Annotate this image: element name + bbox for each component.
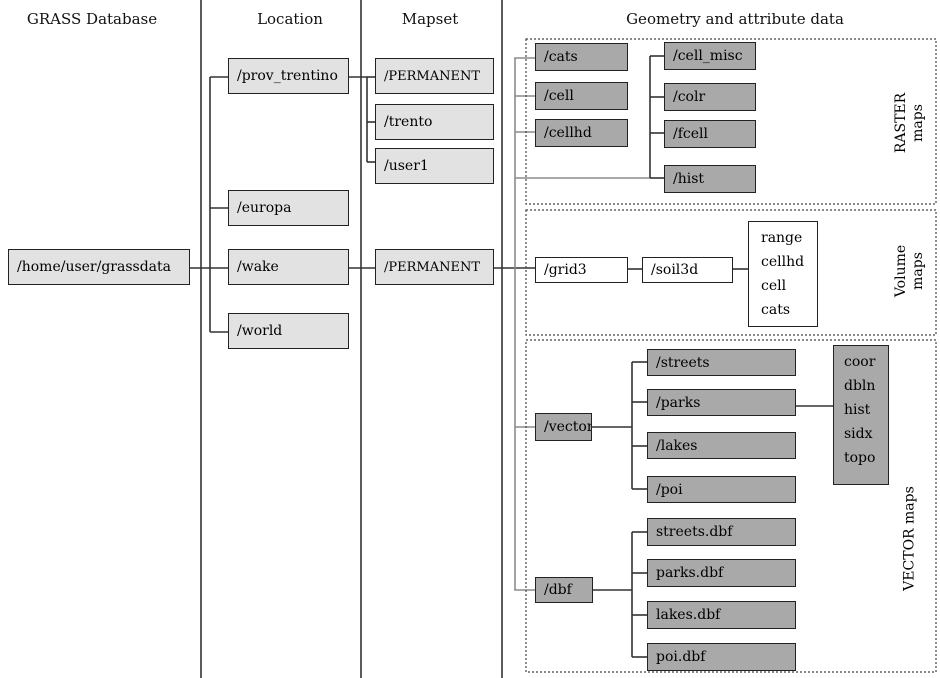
raster-dir-hist: /hist xyxy=(664,165,756,193)
vector-map-parks: /parks xyxy=(647,389,796,416)
raster-dir-cellhd: /cellhd xyxy=(535,119,628,147)
header-mapset: Mapset xyxy=(401,10,459,28)
location-prov-trentino: /prov_trentino xyxy=(228,58,349,94)
vector-file-topo: topo xyxy=(844,450,876,466)
vector-file-dbln: dbln xyxy=(844,378,876,394)
mapset-permanent-wake: /PERMANENT xyxy=(375,249,494,285)
vector-file-coor: coor xyxy=(844,354,876,370)
location-europa: /europa xyxy=(228,190,349,226)
vector-map-lakes: /lakes xyxy=(647,432,796,459)
vector-file-list: coor dbln hist sidx topo xyxy=(833,345,889,485)
vector-map-poi: /poi xyxy=(647,476,796,503)
volume-file-cell: cell xyxy=(761,278,787,294)
vector-file-sidx: sidx xyxy=(844,426,873,442)
dbf-file-lakes: lakes.dbf xyxy=(647,601,796,629)
mapset-permanent-trentino: /PERMANENT xyxy=(375,58,494,94)
header-geometry-attribute-data: Geometry and attribute data xyxy=(626,10,844,28)
volume-file-cats: cats xyxy=(761,302,790,318)
raster-dir-colr: /colr xyxy=(664,83,756,111)
header-location: Location xyxy=(257,10,323,28)
raster-dir-fcell: /fcell xyxy=(664,120,756,148)
volume-dir-grid3: /grid3 xyxy=(535,257,628,283)
mapset-trento: /trento xyxy=(375,104,494,140)
raster-dir-cell-misc: /cell_misc xyxy=(664,42,756,70)
vector-dir: /vector xyxy=(535,413,592,441)
database-node: /home/user/grassdata xyxy=(8,249,190,285)
vector-map-streets: /streets xyxy=(647,349,796,376)
volume-file-list: range cellhd cell cats xyxy=(748,221,818,327)
dbf-file-poi: poi.dbf xyxy=(647,643,796,671)
header-grass-database: GRASS Database xyxy=(26,10,158,28)
dbf-dir: /dbf xyxy=(535,577,593,603)
mapset-user1: /user1 xyxy=(375,148,494,184)
dbf-file-parks: parks.dbf xyxy=(647,559,796,587)
raster-dir-cats: /cats xyxy=(535,43,628,71)
vector-file-hist: hist xyxy=(844,402,871,418)
raster-dir-cell: /cell xyxy=(535,82,628,110)
volume-file-range: range xyxy=(761,230,803,246)
location-wake: /wake xyxy=(228,249,349,285)
dbf-file-streets: streets.dbf xyxy=(647,518,796,546)
location-world: /world xyxy=(228,313,349,349)
volume-file-cellhd: cellhd xyxy=(761,254,805,270)
volume-map-soil3d: /soil3d xyxy=(642,257,733,283)
vector-maps-label: VECTOR maps xyxy=(901,486,918,591)
